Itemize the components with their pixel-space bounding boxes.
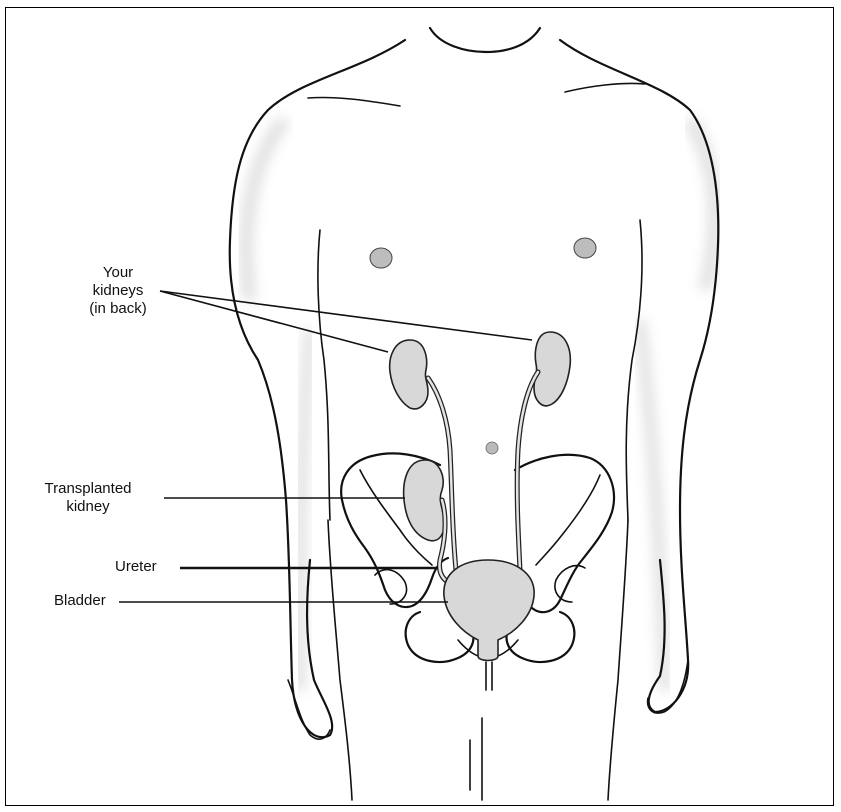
left-nipple bbox=[370, 248, 392, 268]
kidneys-label-line3: (in back) bbox=[70, 300, 166, 318]
kidneys-label-line1: Your bbox=[70, 264, 166, 282]
left-kidney bbox=[390, 340, 428, 409]
urethra bbox=[486, 662, 492, 690]
right-waist bbox=[608, 520, 628, 800]
transplanted-kidney-label: Transplanted kidney bbox=[26, 480, 150, 516]
bladder bbox=[444, 560, 534, 661]
kidney-leader-right bbox=[160, 291, 532, 340]
ureter-label: Ureter bbox=[115, 558, 157, 576]
right-femur-joint bbox=[555, 566, 585, 602]
right-nipple bbox=[574, 238, 596, 258]
transplant-label-line2: kidney bbox=[26, 498, 150, 516]
right-pelvis-inner bbox=[536, 475, 600, 565]
right-kidney bbox=[534, 332, 570, 406]
right-native-ureter bbox=[517, 372, 538, 570]
right-clavicle bbox=[565, 83, 645, 92]
left-clavicle bbox=[308, 97, 400, 106]
left-waist bbox=[328, 520, 352, 800]
transplanted-kidney bbox=[404, 460, 445, 541]
left-chest-line bbox=[318, 230, 330, 520]
kidneys-label: Your kidneys (in back) bbox=[70, 264, 166, 318]
kidney-leader-left bbox=[160, 291, 388, 352]
navel bbox=[486, 442, 498, 454]
kidneys-label-line2: kidneys bbox=[70, 282, 166, 300]
transplant-label-line1: Transplanted bbox=[26, 480, 150, 498]
bladder-label: Bladder bbox=[54, 592, 106, 610]
left-body-outline bbox=[230, 40, 405, 737]
groin-lines bbox=[470, 718, 482, 800]
neck-outline bbox=[430, 28, 540, 52]
